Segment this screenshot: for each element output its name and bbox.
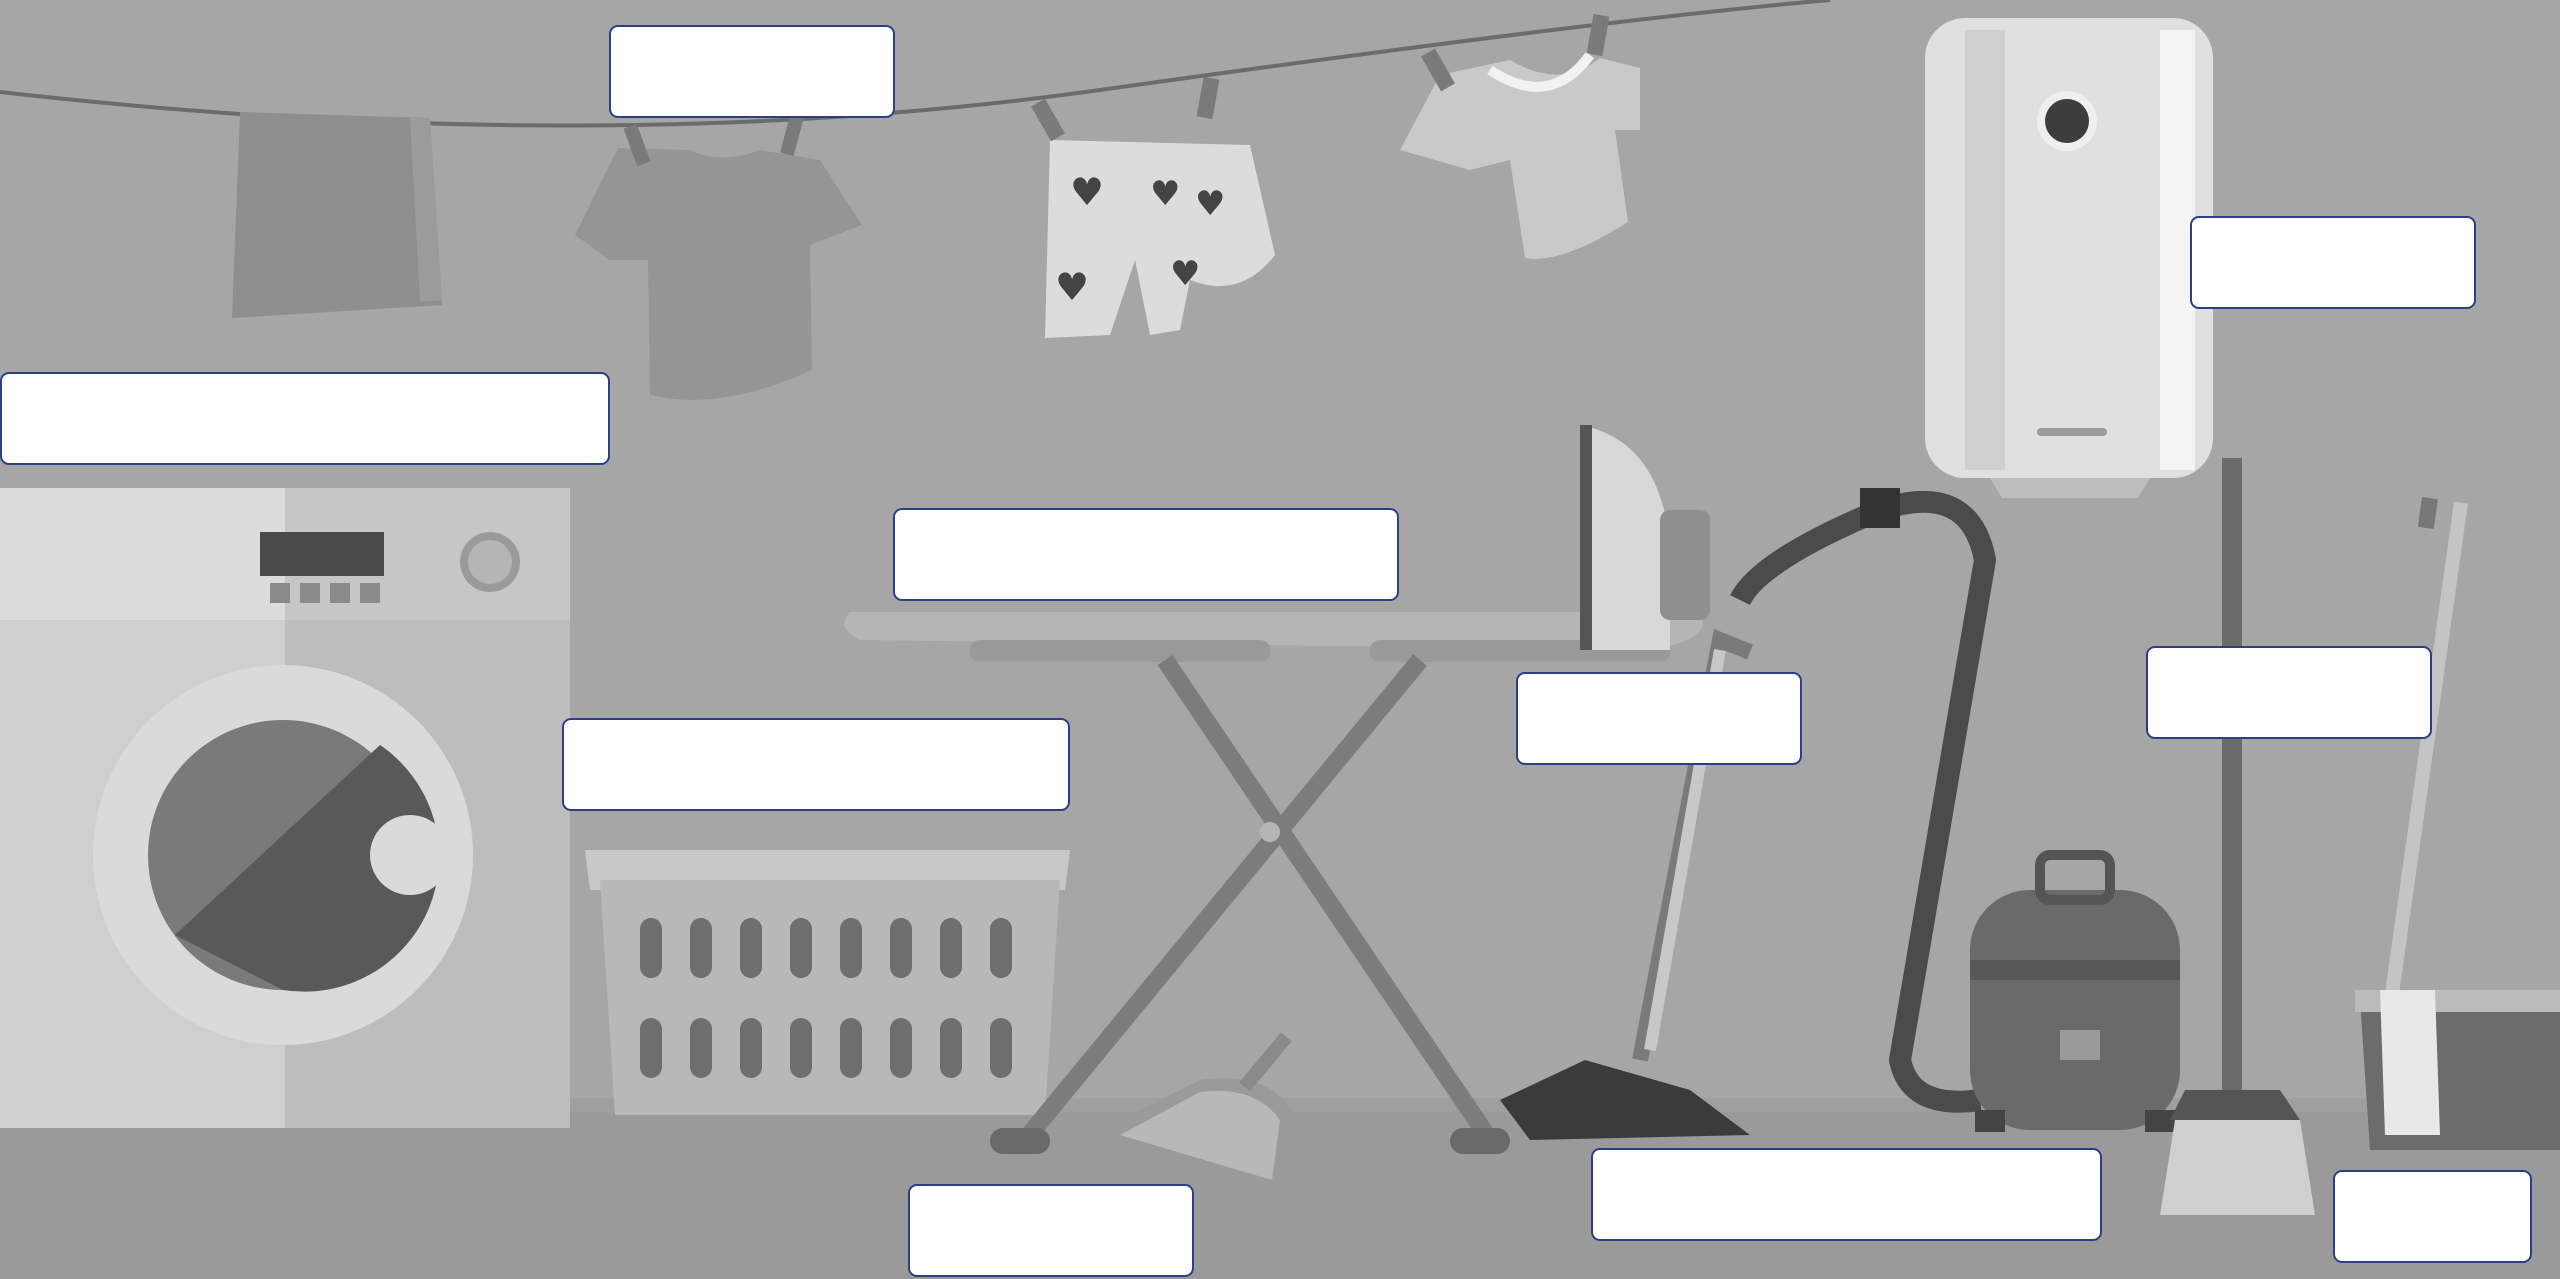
iron-icon [1580, 425, 1710, 650]
label-box-dustpan[interactable] [908, 1184, 1194, 1277]
label-box-laundry-basket[interactable] [562, 718, 1070, 811]
label-box-mop-bucket[interactable] [2333, 1170, 2532, 1263]
label-box-water-heater[interactable] [2190, 216, 2476, 309]
label-box-ironing-board[interactable] [893, 508, 1399, 601]
label-box-iron[interactable] [1516, 672, 1802, 765]
label-box-vacuum-cleaner[interactable] [1591, 1148, 2102, 1241]
tshirt-icon [575, 114, 862, 400]
svg-text:♥: ♥ [1070, 170, 1104, 214]
svg-text:♥: ♥ [1170, 254, 1200, 294]
label-box-broom[interactable] [2146, 646, 2432, 739]
towel-icon [232, 112, 442, 318]
shorts-icon: ♥ ♥ ♥ ♥ ♥ [1031, 77, 1275, 338]
laundry-basket-icon [585, 850, 1070, 1115]
svg-text:♥: ♥ [1055, 265, 1089, 309]
water-heater-icon [1925, 18, 2213, 498]
mop-bucket-icon [2355, 497, 2560, 1150]
label-box-washing-machine[interactable] [0, 372, 610, 465]
svg-text:♥: ♥ [1195, 184, 1225, 224]
washing-machine-icon [0, 488, 570, 1128]
svg-text:♥: ♥ [1150, 174, 1180, 214]
tshirt-icon [1400, 14, 1640, 259]
label-box-tshirt[interactable] [609, 25, 895, 118]
